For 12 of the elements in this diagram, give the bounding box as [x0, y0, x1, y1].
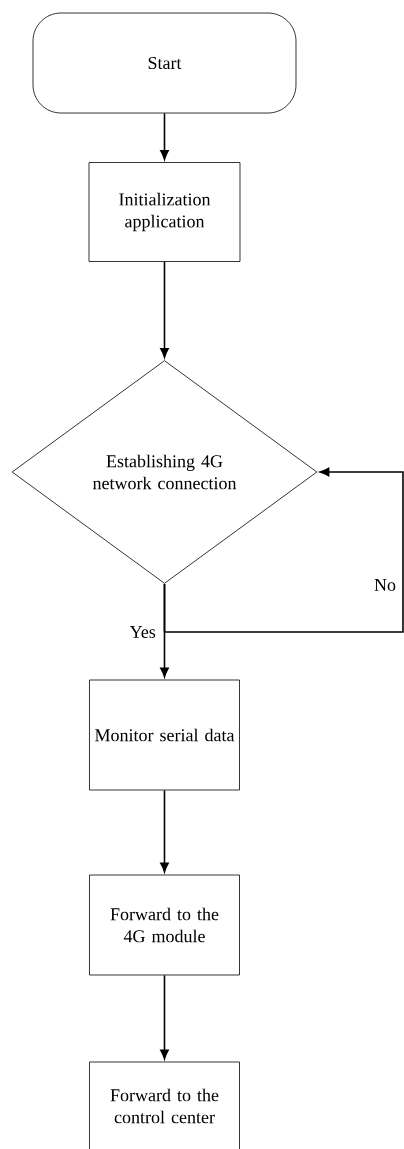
arrow	[160, 974, 169, 1060]
start-terminal: Start	[32, 12, 297, 114]
process-box: Monitor serial data	[89, 679, 240, 791]
arrow	[160, 261, 169, 358]
edge-label: No	[373, 578, 397, 592]
arrow	[163, 467, 404, 633]
edge-label: Yes	[128, 625, 157, 639]
process-box: Initialization application	[88, 162, 241, 262]
arrow	[160, 112, 169, 160]
process-box: Forward to the control center	[89, 1061, 240, 1149]
process-box: Forward to the 4G module	[89, 874, 240, 976]
arrow	[160, 789, 169, 873]
